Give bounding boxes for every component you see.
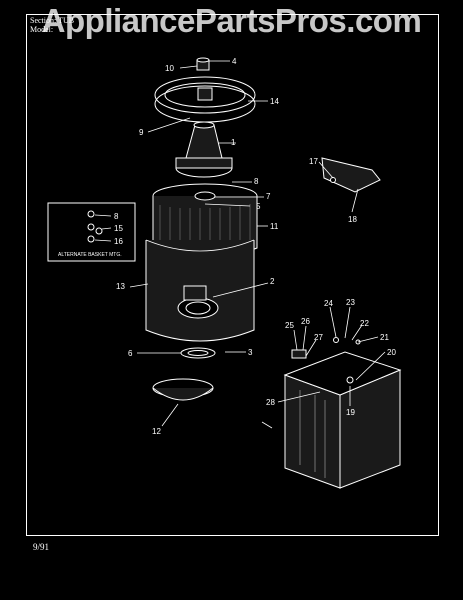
part-label-11: 11 (270, 222, 279, 231)
part-label-25: 25 (285, 321, 294, 330)
inset-caption: ALTERNATE BASKET MTG. (58, 252, 122, 258)
part-label-10: 10 (165, 64, 174, 73)
agitator-cap (196, 57, 210, 71)
balance-ring (154, 76, 256, 123)
part-label-14: 14 (270, 97, 279, 106)
part-label-20: 20 (387, 348, 396, 357)
part-label-3: 3 (248, 348, 253, 357)
part-label-8: 8 (254, 177, 259, 186)
leader-lines (129, 60, 386, 427)
part-label-19: 19 (346, 408, 355, 417)
model-label: Model: (30, 25, 54, 34)
part-label-28: 28 (266, 398, 275, 407)
watermark: AppliancePartsPros.com (41, 2, 422, 39)
inset-label-8: 8 (114, 212, 119, 221)
part-label-6: 6 (128, 349, 133, 358)
alternate-basket-inset: ALTERNATE BASKET MTG. 8 15 16 (47, 202, 136, 262)
part-labels: 1 2 3 4 5 6 7 8 9 10 11 12 13 14 15 16 1… (116, 57, 396, 436)
cabinet-frame (261, 337, 402, 489)
date-label: 9/91 (33, 542, 50, 552)
part-label-2: 2 (270, 277, 275, 286)
part-label-5: 5 (256, 202, 261, 211)
part-label-21: 21 (380, 333, 389, 342)
part-label-9: 9 (139, 128, 144, 137)
section-label: Section: (30, 16, 57, 25)
inset-label-16: 16 (114, 237, 123, 246)
part-label-24: 24 (324, 299, 333, 308)
part-label-12: 12 (152, 427, 161, 436)
bracket (321, 157, 381, 193)
outer-tub (145, 239, 255, 342)
tub-cover (152, 378, 214, 401)
header-block: Section: TUB Model: (30, 16, 74, 34)
part-label-26: 26 (301, 317, 310, 326)
part-label-4: 4 (232, 57, 237, 66)
section-value: TUB (58, 16, 75, 25)
part-label-17: 17 (309, 157, 318, 166)
part-label-22: 22 (360, 319, 369, 328)
diagram-frame (26, 14, 439, 536)
agitator (175, 121, 233, 178)
part-label-7: 7 (266, 192, 271, 201)
inset-label-15: 15 (114, 224, 123, 233)
part-label-13: 13 (116, 282, 125, 291)
part-label-27: 27 (314, 333, 323, 342)
part-label-18: 18 (348, 215, 357, 224)
part-label-23: 23 (346, 298, 355, 307)
tub-seal (180, 347, 236, 359)
part-label-1: 1 (231, 138, 236, 147)
